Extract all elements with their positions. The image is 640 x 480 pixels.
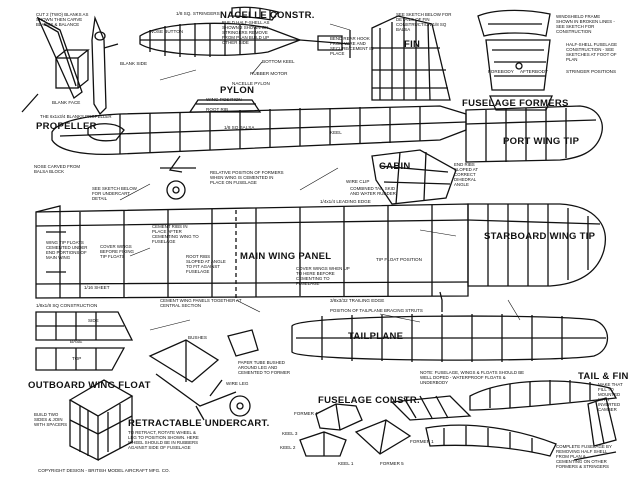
label-sheet: 1/16 SHEET <box>84 285 110 290</box>
label-blank-side: BLANK SIDE <box>120 61 148 66</box>
nacelle-drawing <box>139 6 351 58</box>
note-build-two: BUILD TWO SIDES & JOIN WITH SPACERS <box>34 412 68 428</box>
label-wire-clip: WIRE CLIP <box>346 179 370 184</box>
note-root-rib-slope: ROOT RIBS SLOPED AT ANGLE TO FIT AGAINST… <box>186 254 226 275</box>
starboard-wing-tip-drawing <box>467 203 606 287</box>
label-side: SIDE <box>88 318 99 323</box>
note-fuselage: NOTE: FUSELAGE, WINGS & FLOATS SHOULD BE… <box>420 370 525 386</box>
fuselage-formers-drawing <box>477 9 553 111</box>
retractable-undercart-title: RETRACTABLE UNDERCART. <box>128 418 270 429</box>
note-retract: TO RETRACT, ROTATE WHEEL & LEG TO POSITI… <box>128 430 199 451</box>
label-tip-float-position: TIP FLOAT POSITION <box>376 257 422 262</box>
tail-fin-drawing <box>573 397 617 461</box>
label-bottom-keel: BOTTOM KEEL <box>262 59 295 64</box>
label-stringer-positions: STRINGER POSITIONS <box>566 69 617 74</box>
tailplane-drawing <box>291 291 609 362</box>
label-fuselage-balsa: 1/8 SQ BALSA <box>224 125 255 130</box>
label-keel-3: KEEL 3 <box>282 431 298 436</box>
fin-title: FIN <box>404 39 421 50</box>
note-wing-tip-floats: WING TIP FLOATS CEMENTED UNDER END PORTI… <box>46 240 88 261</box>
cabin-title: CABIN <box>379 161 411 172</box>
label-blank-face: BLANK FACE <box>52 100 81 105</box>
label-keel-2: KEEL 2 <box>280 445 296 450</box>
note-balsa-block: THE 6x1x3/4 BLANKS PROPELLER <box>40 114 112 119</box>
label-leading-edge: 1/4x1/4 LEADING EDGE <box>320 199 371 204</box>
port-wing-tip-title: PORT WING TIP <box>503 136 580 147</box>
note-cover-wings: COVER WINGS BEFORE FIXING TIP FLOATS <box>100 244 134 260</box>
starboard-wing-tip-title: STARBOARD WING TIP <box>484 231 596 242</box>
note-windshield: WINDSHIELD FRAME SHOWN IN BROKEN LINES -… <box>556 14 615 35</box>
copyright: COPYRIGHT DESIGN - BRITISH MODEL AIRCRAF… <box>38 468 170 473</box>
label-bushes: BUSHES <box>188 335 207 340</box>
propeller-drawing <box>21 15 119 116</box>
label-trailing-edge: 3/8x3/32 TRAILING EDGE <box>330 298 385 303</box>
label-former-1: FORMER 1 <box>410 439 434 444</box>
note-nose-carved: NOSE CARVED FROM BALSA BLOCK <box>34 164 81 175</box>
label-forebody: FOREBODY <box>488 69 514 74</box>
note-bend-rear: BEND REAR HOOK FROM WIRE AND SECURE/CEME… <box>330 36 374 57</box>
nacelle-title: NACELLE CONSTR. <box>220 10 315 21</box>
outboard-wing-float-title: OUTBOARD WING FLOAT <box>28 380 151 391</box>
note-see-sketch: SEE SKETCH BELOW FOR UNDERCART DETAIL <box>92 186 137 202</box>
note-cement-panels: CEMENT WING PANELS TOGETHER AT CENTRAL S… <box>160 298 242 309</box>
port-wing-tip-drawing <box>465 105 603 163</box>
note-sketch-fin: SEE SKETCH BELOW FOR DETAILS OF FIN CONS… <box>396 12 452 33</box>
label-top: TOP <box>72 356 82 361</box>
note-tail: MAKE THAT FILL TO MOUNTED WITH INVERTED … <box>598 382 623 413</box>
cabin-drawing <box>371 149 457 205</box>
pylon-title: PYLON <box>220 85 255 96</box>
label-keel: KEEL <box>330 130 342 135</box>
label-rubber-motor: RUBBER MOTOR <box>250 71 288 76</box>
fin-drawing <box>371 15 451 101</box>
note-half-shell: HALF-SHELL FUSELAGE CONSTRUCTION - SEE S… <box>566 42 618 63</box>
fuselage-side-drawing <box>51 99 467 200</box>
propeller-title: PROPELLER <box>36 121 97 132</box>
complete-fuselage-drawing <box>425 380 618 457</box>
tail-fin-title: TAIL & FIN <box>578 371 629 382</box>
label-keel-1: KEEL 1 <box>338 461 354 466</box>
label-wing-position: WING POSITION <box>206 97 242 102</box>
float-3d-drawing <box>68 379 134 462</box>
note-cover-wings-2: COVER WINGS WHEN UP TO HERE BEFORE CEMEN… <box>296 266 350 287</box>
note-prop-blanks: CUT 2 (TWO) BLANKS AS SHOWN THEN CARVE B… <box>36 12 89 28</box>
fuselage-constr-drawing <box>299 395 472 457</box>
label-dihedral: END RIBS SLOPED AT CORRECT DIHEDRAL ANGL… <box>454 162 478 188</box>
label-nose-button: NOSE BUTTON <box>150 29 184 34</box>
label-former-4: FORMER 4 <box>294 411 318 416</box>
note-cement-ribs: CEMENT RIBS IN PLACE AFTER CEMENTING WIN… <box>152 224 199 245</box>
label-former-5: FORMER 5 <box>380 461 404 466</box>
note-nacelle: BUILD HALF-SHELL AS SHOWN 2 SHOWN ON STR… <box>222 20 270 46</box>
note-complete-fuselage: COMPLETE FUSELAGE BY REMOVING HALF SHELL… <box>556 444 612 470</box>
note-combined-tail: COMBINED TAIL SKID AND WATER RUDDER <box>350 186 396 197</box>
note-bracing-struts: POSITION OF TAILPLANE BRACING STRUTS <box>330 308 423 313</box>
label-nacelle-pylon: NACELLE PYLON <box>232 81 270 86</box>
main-wing-drawing <box>35 203 469 300</box>
wing-float-drawing <box>35 311 134 371</box>
undercart-drawing <box>148 329 259 421</box>
fuselage-constr-title: FUSELAGE CONSTR. <box>318 395 420 406</box>
main-wing-title: MAIN WING PANEL <box>240 251 332 262</box>
label-stringers: 1/8 SQ. STRINGERS <box>176 11 220 16</box>
note-wire-tube: PAPER TUBE BUSHED AROUND LEG AND CEMENTE… <box>238 360 291 376</box>
note-relative-formers: RELATIVE POSITION OF FORMERS WHEN WING I… <box>210 170 284 186</box>
tailplane-title: TAILPLANE <box>348 331 404 342</box>
fuselage-formers-title: FUSELAGE FORMERS <box>462 98 569 109</box>
label-base: BASE <box>70 339 83 344</box>
label-root-rib: ROOT RIB <box>206 107 229 112</box>
label-construction: 1/8x1/8 SQ CONSTRUCTION <box>36 303 98 308</box>
label-afterbody: AFTERBODY <box>520 69 549 74</box>
label-wire-leg: WIRE LEG <box>226 381 249 386</box>
